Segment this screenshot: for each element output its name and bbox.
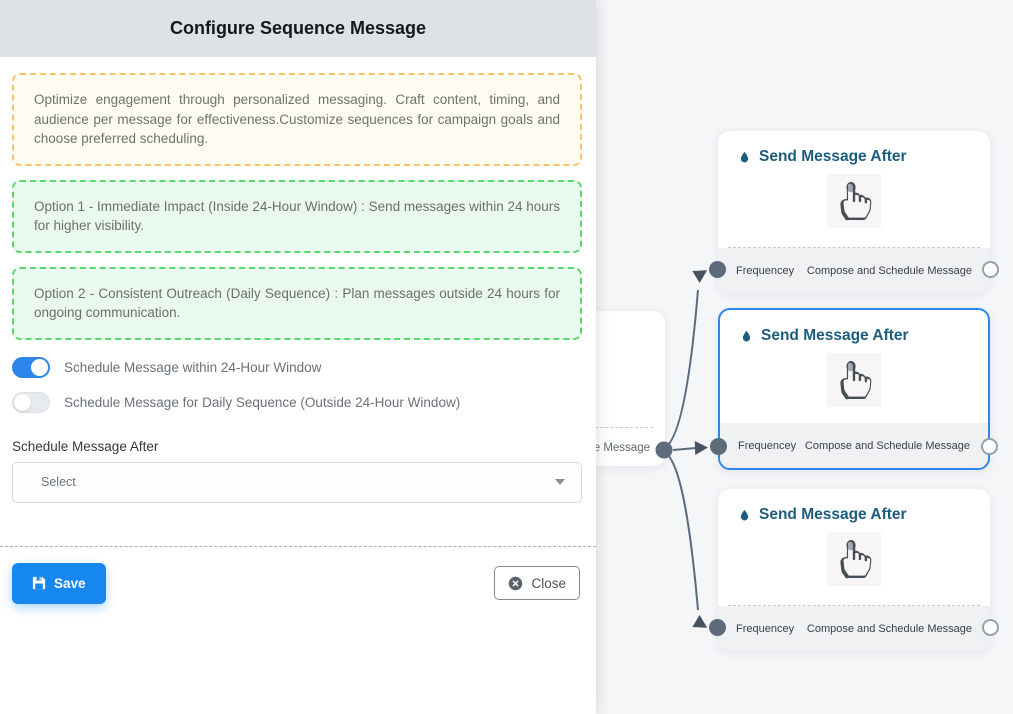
save-button[interactable]: Save — [12, 562, 106, 604]
compose-schedule-label: Compose and Schedule Message — [806, 622, 972, 635]
tap-to-configure-area[interactable] — [827, 532, 881, 586]
node-title: Send Message After — [759, 506, 907, 523]
select-value: Select — [41, 475, 76, 490]
panel-title: Configure Sequence Message — [169, 18, 427, 38]
node-output-handle[interactable] — [982, 619, 999, 636]
node-output-handle[interactable] — [982, 261, 999, 278]
toggle-row-daily: Schedule Message for Daily Sequence (Out… — [12, 391, 582, 413]
node-divider — [728, 247, 980, 248]
flow-canvas[interactable]: ce Message Send Message After — [596, 0, 1013, 714]
tap-to-configure-area[interactable] — [827, 174, 881, 228]
toggle-within-24h-window[interactable] — [12, 356, 50, 378]
footer-divider — [0, 545, 596, 547]
close-button[interactable]: Close — [494, 566, 580, 601]
option1-notice: Option 1 - Immediate Impact (Inside 24-H… — [12, 179, 582, 253]
edge-arrow-middle — [694, 441, 708, 455]
chevron-down-icon — [555, 479, 565, 486]
send-message-after-node-1[interactable]: Send Message After Frequencey Compose an… — [709, 131, 999, 293]
flow-edges — [655, 270, 708, 628]
frequency-label: Frequencey — [736, 622, 795, 635]
node-title-row: Send Message After — [718, 489, 990, 524]
configure-sequence-message-panel: Configure Sequence Message Optimize enga… — [0, 0, 596, 714]
schedule-after-label: Schedule Message After — [12, 438, 159, 454]
hand-pointer-icon — [840, 182, 872, 221]
edge-arrow-top — [692, 270, 708, 284]
send-message-after-node-2-selected[interactable]: Send Message After Frequencey Compose an… — [710, 308, 998, 470]
droplet-icon — [740, 509, 749, 520]
node-title-row: Send Message After — [720, 310, 988, 345]
node-divider — [596, 427, 653, 428]
tap-to-configure-area[interactable] — [827, 353, 881, 407]
source-node-footer-label: ce Message — [596, 442, 650, 454]
frequency-label: Frequencey — [736, 264, 795, 277]
hand-pointer-icon — [840, 540, 872, 579]
compose-schedule-label: Compose and Schedule Message — [806, 264, 972, 277]
schedule-after-select[interactable]: Select — [12, 461, 582, 503]
droplet-icon — [742, 330, 751, 341]
node-input-handle[interactable] — [710, 438, 727, 455]
node-title-row: Send Message After — [718, 131, 990, 166]
toggle-knob — [31, 358, 48, 376]
hand-pointer-icon — [840, 361, 872, 400]
panel-header: Configure Sequence Message — [0, 0, 596, 57]
node-title: Send Message After — [759, 148, 907, 165]
description-notice: Optimize engagement through personalized… — [12, 73, 582, 166]
close-circle-icon — [509, 576, 523, 591]
option2-notice: Option 2 - Consistent Outreach (Daily Se… — [12, 266, 582, 340]
node-input-handle[interactable] — [709, 261, 726, 278]
save-icon — [32, 577, 46, 590]
send-message-after-node-3[interactable]: Send Message After Frequencey Compose an… — [709, 489, 999, 651]
save-button-label: Save — [54, 575, 86, 591]
toggle-knob — [14, 393, 31, 411]
toggle-within-24h-label: Schedule Message within 24-Hour Window — [64, 359, 322, 375]
close-button-label: Close — [531, 575, 566, 591]
toggle-daily-sequence[interactable] — [12, 391, 50, 413]
node-output-handle[interactable] — [981, 438, 998, 455]
source-output-handle[interactable] — [655, 441, 673, 459]
toggle-daily-sequence-label: Schedule Message for Daily Sequence (Out… — [64, 394, 461, 410]
compose-schedule-label: Compose and Schedule Message — [804, 439, 970, 452]
edge-arrow-bottom — [692, 614, 708, 628]
droplet-icon — [740, 151, 749, 162]
source-node-partial[interactable]: ce Message — [596, 311, 665, 466]
node-divider — [728, 605, 980, 606]
node-input-handle[interactable] — [709, 619, 726, 636]
frequency-label: Frequencey — [738, 439, 797, 452]
toggle-row-24h: Schedule Message within 24-Hour Window — [12, 356, 582, 378]
node-title: Send Message After — [761, 327, 909, 344]
